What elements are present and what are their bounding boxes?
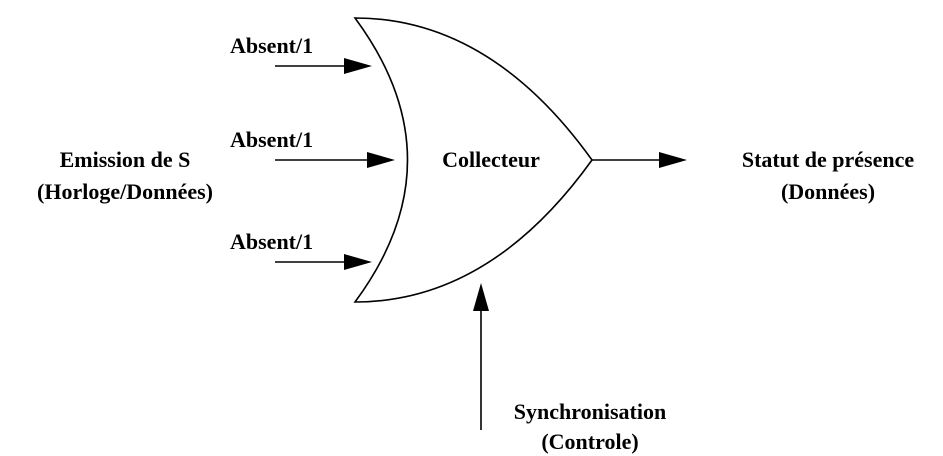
source-label-line2: (Horloge/Données) <box>37 179 213 204</box>
collector-gate-shape <box>353 17 593 303</box>
input-label-1: Absent/1 <box>230 33 313 58</box>
input-arrow-3 <box>275 254 372 270</box>
output-label-line1: Statut de présence <box>742 147 915 172</box>
output-arrow <box>592 152 687 168</box>
input-arrow-1 <box>275 58 372 74</box>
output-label-line2: (Données) <box>781 179 875 204</box>
input-label-3: Absent/1 <box>230 229 313 254</box>
input-arrow-2 <box>275 152 395 168</box>
control-label-line1: Synchronisation <box>514 399 666 424</box>
control-label-line2: (Controle) <box>541 429 638 454</box>
input-label-2: Absent/1 <box>230 127 313 152</box>
collector-label: Collecteur <box>442 147 540 172</box>
source-label-line1: Emission de S <box>60 147 191 172</box>
control-arrow <box>473 283 489 430</box>
